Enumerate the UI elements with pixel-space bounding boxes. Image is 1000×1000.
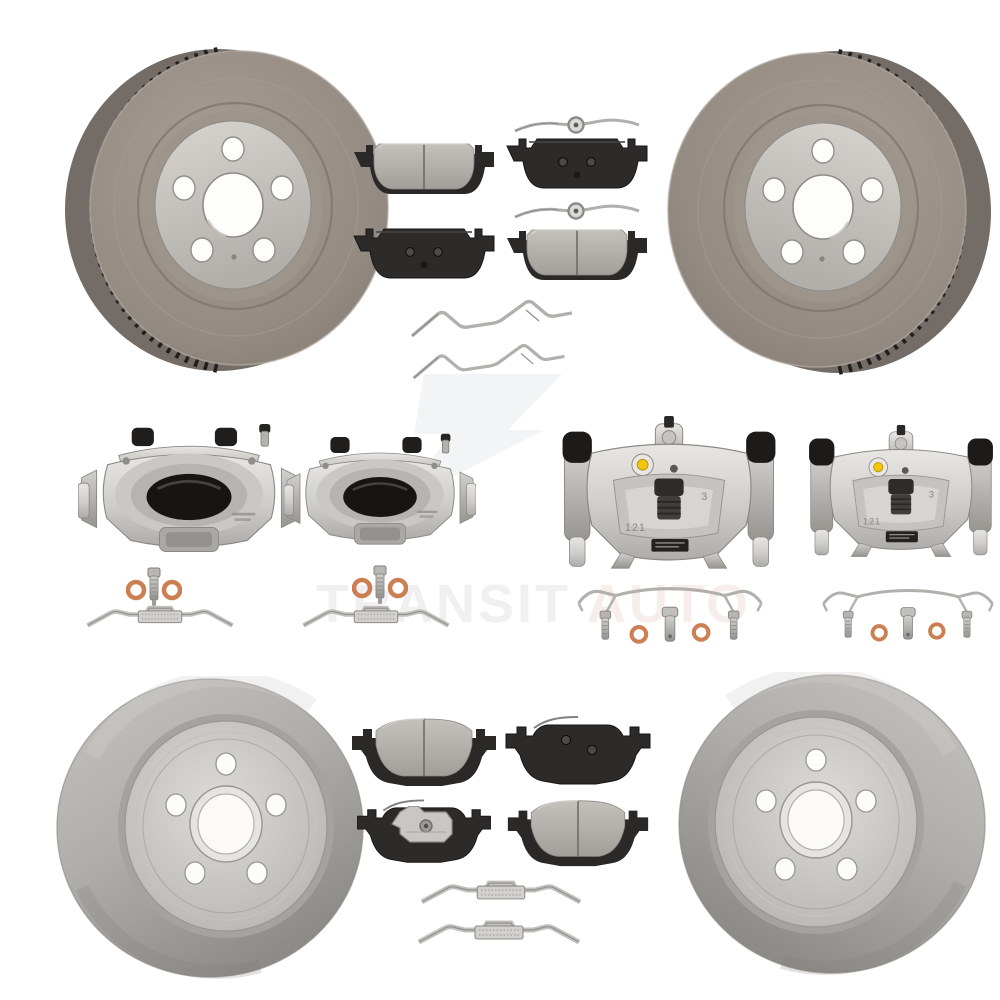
watermark-brand-text: TRANSIT — [316, 574, 587, 634]
rear-rotor-right — [679, 675, 985, 973]
rear-rotor-left — [57, 679, 363, 977]
watermark-text: TRANSIT AUTO — [316, 574, 751, 634]
front-rotor-left — [65, 49, 388, 371]
front-rotor-right — [668, 51, 991, 373]
